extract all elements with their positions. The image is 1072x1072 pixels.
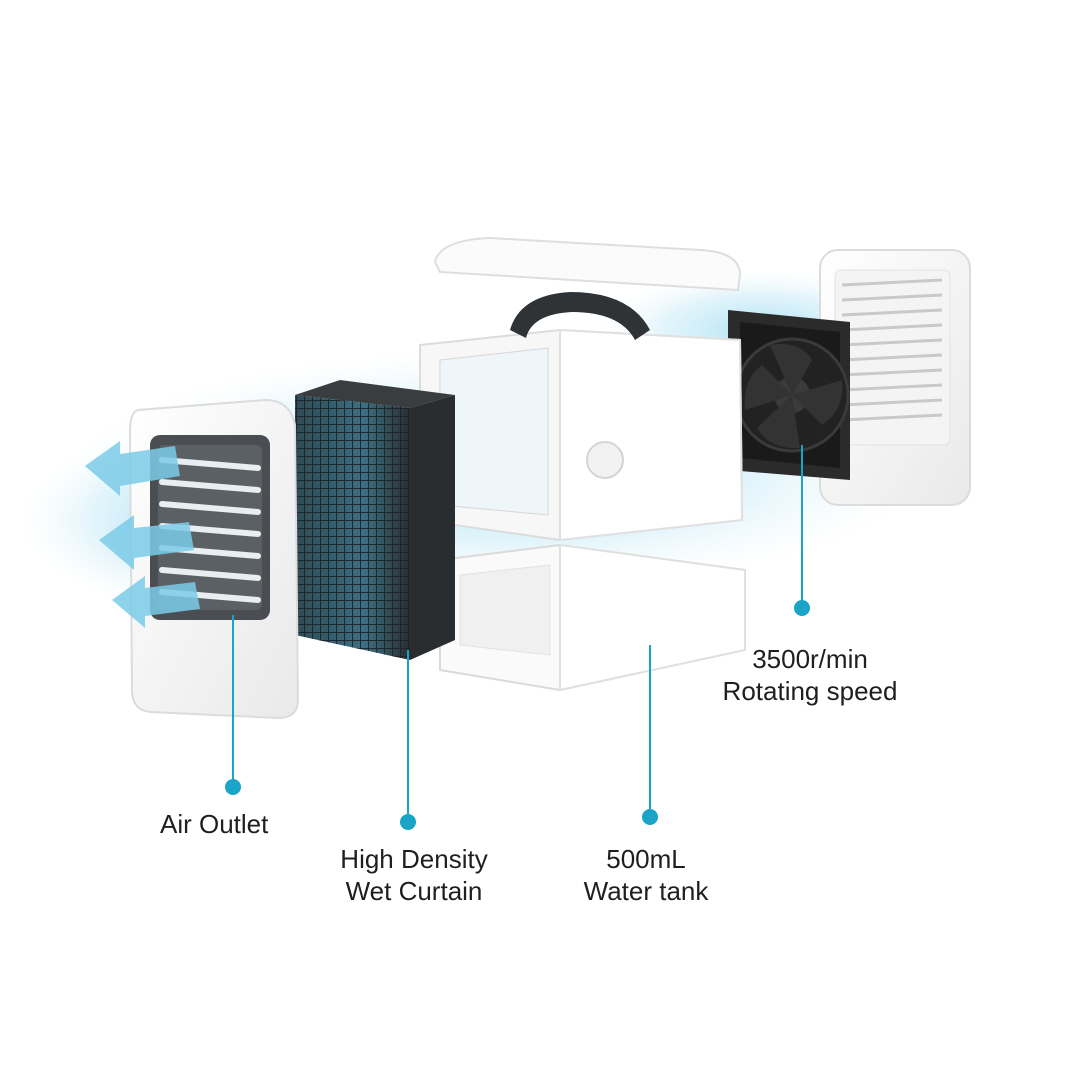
label-water-tank-line2: Water tank: [583, 876, 709, 906]
label-fan: 3500r/min Rotating speed: [700, 643, 920, 707]
callout-dot-icon: [642, 809, 658, 825]
callout-air-outlet: [225, 615, 241, 795]
label-air-outlet-line1: Air Outlet: [160, 809, 269, 839]
grille-icon: [841, 278, 943, 422]
label-wet-curtain-line2: Wet Curtain: [345, 876, 483, 906]
callout-fan: [794, 445, 810, 616]
callout-water-tank: [642, 645, 658, 825]
wet-curtain: [295, 380, 455, 660]
callout-wet-curtain: [400, 650, 416, 830]
rear-grille-panel: [819, 249, 971, 506]
air-outlet-panel: [128, 398, 300, 720]
main-body: [419, 292, 744, 542]
top-lid: [433, 236, 742, 292]
water-tank: [439, 543, 746, 692]
grille-icon: [159, 457, 261, 603]
fan-icon: [728, 310, 850, 480]
callout-dot-icon: [225, 779, 241, 795]
callout-dot-icon: [400, 814, 416, 830]
label-water-tank-line1: 500mL: [606, 844, 686, 874]
label-wet-curtain-line1: High Density: [340, 844, 488, 874]
callout-dot-icon: [794, 600, 810, 616]
label-wet-curtain: High Density Wet Curtain: [314, 843, 514, 907]
label-water-tank: 500mL Water tank: [556, 843, 736, 907]
label-fan-line1: 3500r/min: [752, 644, 868, 674]
label-air-outlet: Air Outlet: [160, 808, 360, 840]
airflow-arrow-icon: [85, 441, 200, 628]
label-fan-line2: Rotating speed: [722, 676, 898, 706]
